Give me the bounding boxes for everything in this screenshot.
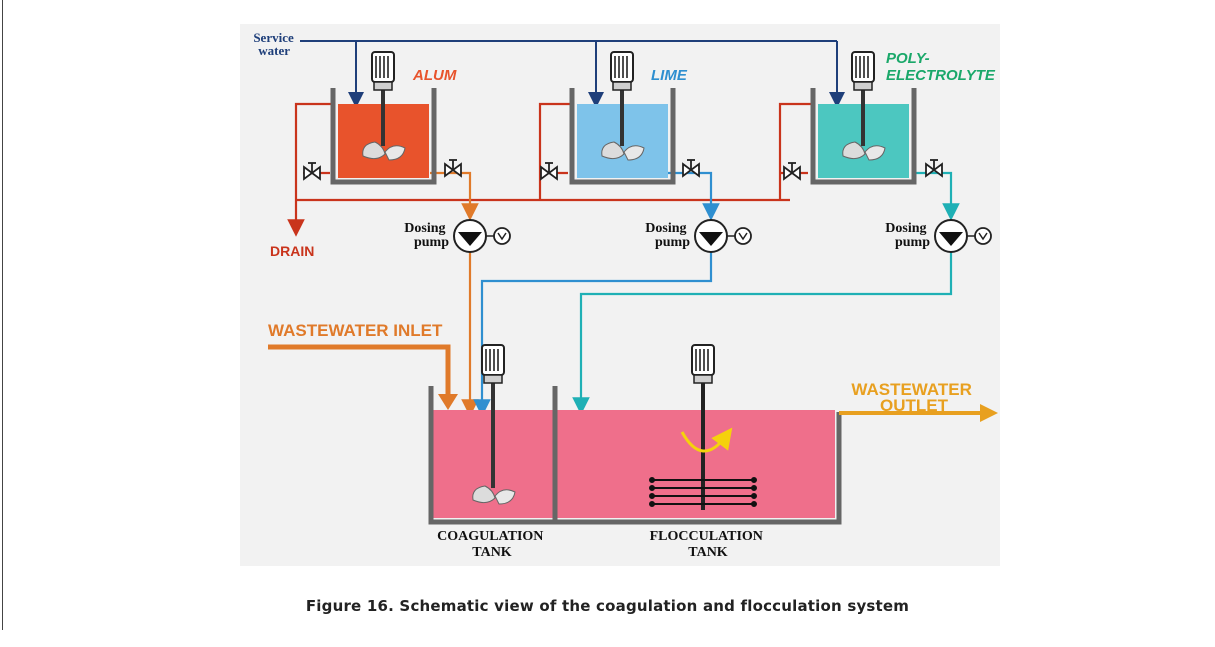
wastewater-inlet-arrow xyxy=(268,344,451,398)
polyelectrolyte-mixer-motor xyxy=(851,51,875,91)
flocculation-mixer-motor xyxy=(691,344,715,384)
lime-tank xyxy=(569,51,676,185)
alum-tank xyxy=(330,51,437,185)
coagulation-tank-label: COAGULATION TANK xyxy=(437,529,547,560)
drain-label: DRAIN xyxy=(270,243,314,259)
treatment-basin xyxy=(428,344,842,525)
lime-label: LIME xyxy=(651,67,688,84)
wastewater-outlet-label: WASTEWATER OUTLET xyxy=(851,380,976,415)
flocculator-paddles xyxy=(649,477,757,507)
polyelectrolyte-dosing-pump-label: Dosing pump xyxy=(885,221,930,250)
lime-dosing-pump-label: Dosing pump xyxy=(645,221,690,250)
wastewater-inlet-arrowhead xyxy=(438,394,458,410)
flocculation-tank-label: FLOCCULATION TANK xyxy=(650,529,767,560)
wastewater-inlet-label: WASTEWATER INLET xyxy=(268,321,443,340)
polyelectrolyte-tank xyxy=(810,51,917,185)
valve-icon xyxy=(303,162,321,180)
polyelectrolyte-dosing-line xyxy=(572,171,960,415)
alum-label: ALUM xyxy=(412,67,457,84)
alum-dosing-pump-label: Dosing pump xyxy=(404,221,449,250)
service-water-label: Service water xyxy=(253,30,297,58)
polyelectrolyte-dosing-pump-icon xyxy=(934,219,992,253)
coagulation-mixer-motor xyxy=(481,344,505,384)
alum-mixer-motor xyxy=(371,51,395,91)
rotation-arrow-icon xyxy=(680,427,733,453)
alum-dosing-pump-icon xyxy=(453,219,511,253)
page-left-rule xyxy=(2,0,3,630)
polyelectrolyte-label: POLY- ELECTROLYTE xyxy=(886,50,996,84)
wastewater-outlet-arrowhead xyxy=(980,404,998,422)
service-water-line xyxy=(300,40,845,108)
lime-dosing-line xyxy=(473,171,720,417)
alum-dosing-line xyxy=(430,171,479,417)
figure-caption: Figure 16. Schematic view of the coagula… xyxy=(305,597,910,615)
valve-icon xyxy=(540,162,558,180)
lime-mixer-motor xyxy=(610,51,634,91)
lime-dosing-pump-icon xyxy=(694,219,752,253)
valve-icon xyxy=(783,162,801,180)
